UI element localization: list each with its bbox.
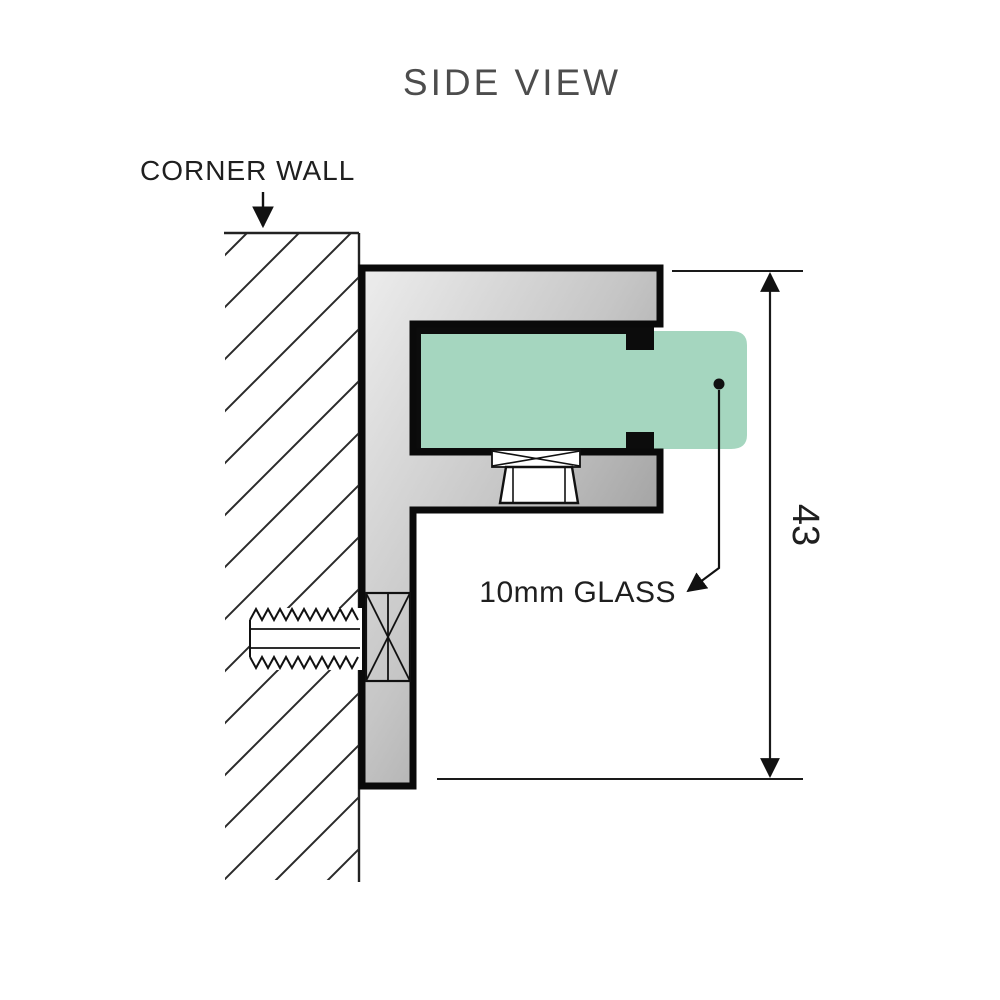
dimension-43: 43 <box>437 270 826 780</box>
grommet-cup <box>498 465 580 505</box>
screw-head <box>364 591 412 683</box>
page-title: SIDE VIEW <box>403 62 621 103</box>
screw-silhouette <box>250 608 362 670</box>
leader-dot <box>713 378 725 390</box>
screw-thread-top <box>249 606 359 623</box>
leader-line <box>686 390 721 593</box>
bracket-body <box>358 264 664 790</box>
glass-panel <box>421 331 747 449</box>
glass-label: 10mm GLASS <box>479 576 676 609</box>
grommet-seal <box>491 449 581 505</box>
fixing-screw <box>249 591 412 683</box>
corner-wall-label: CORNER WALL <box>140 155 355 186</box>
dimension-value: 43 <box>784 504 826 546</box>
screw-thread-bottom <box>249 654 359 671</box>
glass-callout: 10mm GLASS <box>479 378 725 609</box>
